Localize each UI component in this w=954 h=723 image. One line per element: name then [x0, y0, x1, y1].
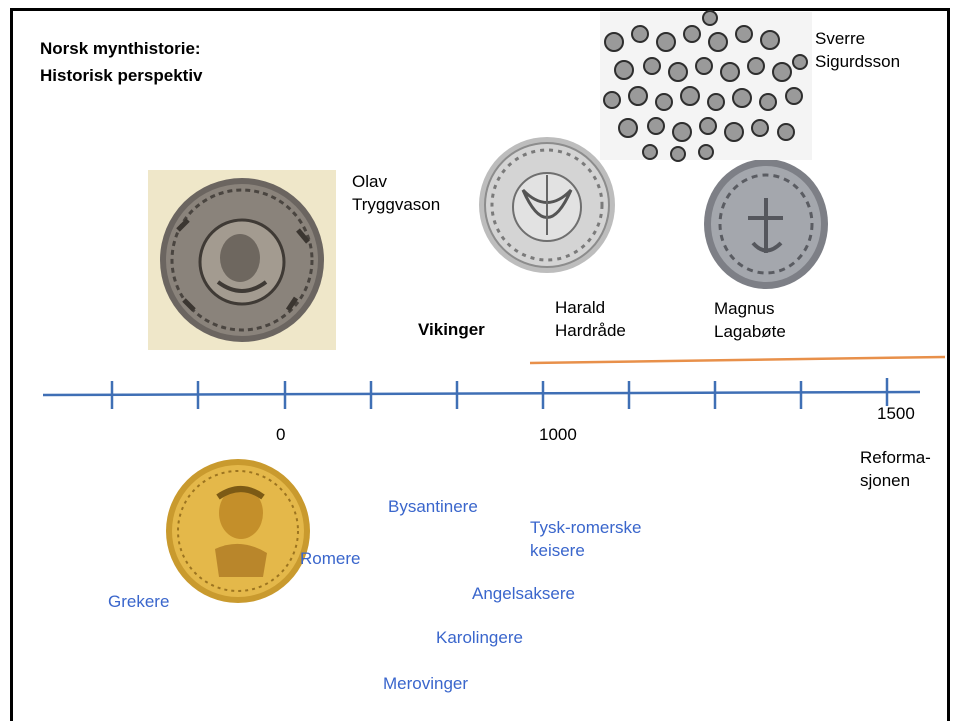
roman-gold-aureus-image	[163, 457, 313, 605]
civ-grekere: Grekere	[108, 590, 169, 613]
civ-merovinger: Merovinger	[383, 672, 468, 695]
civ-angelsaksere: Angelsaksere	[472, 582, 575, 605]
civ-bysantinere: Bysantinere	[388, 495, 478, 518]
tick-label-0: 0	[276, 423, 285, 446]
norway-period-bar	[530, 357, 945, 363]
tick-label-1000: 1000	[539, 423, 577, 446]
reformation-line-1: Reforma-	[860, 446, 931, 469]
civ-tysk-romerske-line-2: keisere	[530, 539, 641, 562]
civ-tysk-romerske-line-1: Tysk-romerske	[530, 516, 641, 539]
civ-tysk-romerske: Tysk-romerske keisere	[530, 516, 641, 562]
civ-romere: Romere	[300, 547, 360, 570]
reformation-label: Reforma- sjonen	[860, 446, 931, 492]
reformation-line-2: sjonen	[860, 469, 931, 492]
timeline-axis	[43, 392, 920, 395]
tick-label-1500: 1500	[877, 402, 915, 425]
civ-karolingere: Karolingere	[436, 626, 523, 649]
